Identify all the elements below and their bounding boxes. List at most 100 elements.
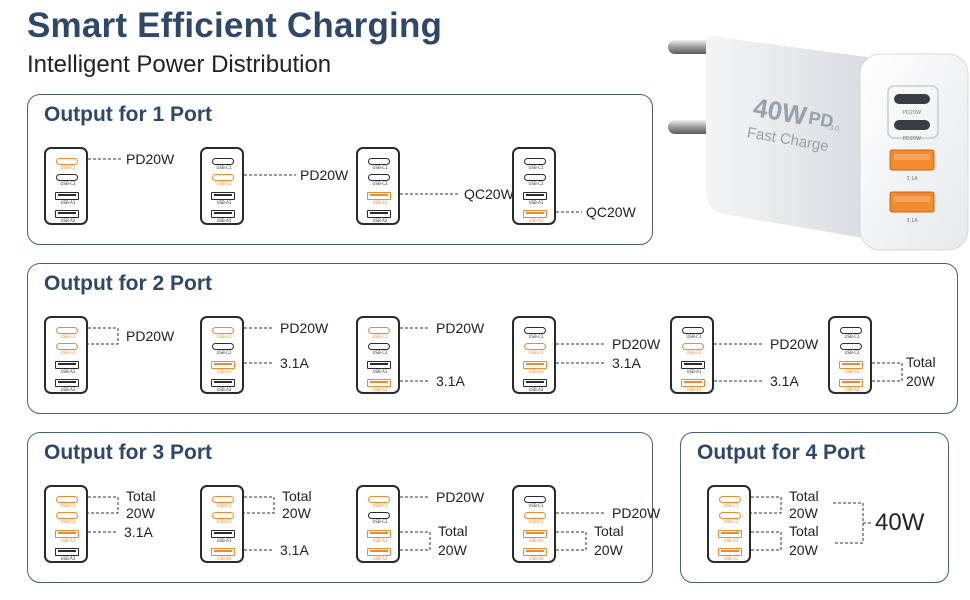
connector-line xyxy=(88,496,119,514)
usb-c1-port xyxy=(212,158,234,165)
usb-c2-port xyxy=(368,343,390,350)
usb-a2-label: USB-A2 xyxy=(60,387,76,392)
usb-a2-port-active xyxy=(718,548,742,556)
output-label: PD20W xyxy=(612,336,661,352)
usb-a1-port xyxy=(211,530,235,538)
usb-a1-label: USB-A1 xyxy=(723,538,739,543)
usb-c1-label: USB-C1 xyxy=(372,334,388,339)
usb-a1-label: USB-A1 xyxy=(844,369,860,374)
output-label: PD20W xyxy=(612,505,661,521)
charger-port-c2-label: PD20W xyxy=(903,136,921,142)
usb-c2-port-active xyxy=(56,343,78,350)
usb-a2-label: USB-A2 xyxy=(528,556,544,561)
usb-a1-label: USB-A1 xyxy=(528,538,544,543)
usb-a1-port-active xyxy=(367,192,391,200)
usb-c2-port xyxy=(524,174,546,181)
usb-a1-port xyxy=(55,361,79,369)
connector-line xyxy=(556,531,587,551)
usb-a2-label: USB-A2 xyxy=(216,218,232,223)
usb-a2-label: USB-A2 xyxy=(686,387,702,392)
usb-a2-port xyxy=(367,210,391,218)
usb-a2-port-active xyxy=(367,548,391,556)
connector-line xyxy=(244,496,275,514)
usb-c1-port xyxy=(840,327,862,334)
output-label: Total xyxy=(789,488,819,504)
charger-port-a2-label: 3.1A xyxy=(906,218,918,224)
usb-a2-label: USB-A2 xyxy=(216,556,232,561)
usb-c2-port-active xyxy=(524,343,546,350)
usb-c2-port xyxy=(368,174,390,181)
usb-a2-port xyxy=(523,379,547,387)
usb-a1-port-active xyxy=(211,361,235,369)
usb-c2-label: USB-C2 xyxy=(372,181,388,186)
usb-a2-port-active xyxy=(211,548,235,556)
usb-a1-label: USB-A1 xyxy=(216,369,232,374)
output-label: 20W xyxy=(594,542,623,558)
output-label: PD20W xyxy=(436,320,485,336)
usb-a2-label: USB-A2 xyxy=(844,387,860,392)
page-subtitle: Intelligent Power Distribution xyxy=(27,51,332,78)
usb-c2-port-active xyxy=(682,343,704,350)
usb-a1-port xyxy=(681,361,705,369)
usb-a1-port-active xyxy=(523,361,547,369)
usb-c1-label: USB-C1 xyxy=(216,165,232,170)
usb-a2-port-active xyxy=(367,379,391,387)
usb-a2-label: USB-A2 xyxy=(216,387,232,392)
connector-line xyxy=(751,531,782,551)
usb-a1-label: USB-A1 xyxy=(216,200,232,205)
output-label: Total xyxy=(282,488,312,504)
output-label: 20W xyxy=(789,542,818,558)
usb-a2-port xyxy=(55,548,79,556)
usb-c2-label: USB-C2 xyxy=(60,350,76,355)
usb-c1-port xyxy=(524,327,546,334)
usb-a2-label: USB-A2 xyxy=(723,556,739,561)
connector-line xyxy=(833,502,864,544)
usb-c1-port-active xyxy=(212,327,234,334)
usb-c1-port xyxy=(524,496,546,503)
usb-c1-port xyxy=(524,158,546,165)
charger-port-a1-label: 3.1A xyxy=(906,176,918,182)
usb-c1-label: USB-C1 xyxy=(723,503,739,508)
output-label: PD20W xyxy=(770,336,819,352)
output-label: Total xyxy=(594,523,624,539)
output-label: 20W xyxy=(126,505,155,521)
panel-title: Output for 2 Port xyxy=(44,272,212,295)
usb-c1-port-active xyxy=(56,496,78,503)
usb-c2-label: USB-C2 xyxy=(723,519,739,524)
usb-a2-port-active xyxy=(523,210,547,218)
usb-c1-label: USB-C1 xyxy=(528,503,544,508)
usb-c1-label: USB-C1 xyxy=(844,334,860,339)
usb-c1-port-active xyxy=(56,327,78,334)
output-label: PD20W xyxy=(436,489,485,505)
usb-a2-port-active xyxy=(839,379,863,387)
charger-port-c1-label: PD20W xyxy=(903,110,921,116)
usb-c1-port-active xyxy=(212,496,234,503)
usb-c1-label: USB-C1 xyxy=(216,334,232,339)
usb-a1-port xyxy=(367,361,391,369)
usb-a1-port xyxy=(211,192,235,200)
connector-line xyxy=(751,496,782,514)
output-label: 3.1A xyxy=(280,355,309,371)
usb-a1-port-active xyxy=(367,530,391,538)
usb-c1-label: USB-C1 xyxy=(372,503,388,508)
usb-c1-port-active xyxy=(56,158,78,165)
output-label: QC20W xyxy=(586,204,636,220)
usb-c2-label: USB-C2 xyxy=(528,181,544,186)
output-label: PD20W xyxy=(300,167,349,183)
usb-a1-label: USB-A1 xyxy=(60,200,76,205)
output-label: 20W xyxy=(789,505,818,521)
output-label: 40W xyxy=(875,509,925,536)
usb-a1-label: USB-A1 xyxy=(372,200,388,205)
usb-c1-label: USB-C1 xyxy=(528,334,544,339)
output-label: PD20W xyxy=(126,328,175,344)
output-label: PD20W xyxy=(126,151,175,167)
